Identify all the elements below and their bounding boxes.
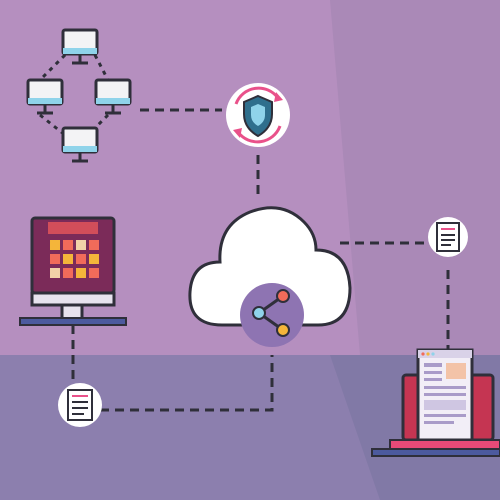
network-computer-right	[94, 78, 132, 115]
cloud-icon	[188, 206, 352, 327]
share-icon	[240, 283, 304, 347]
document-icon	[58, 383, 102, 427]
laptop-icon	[371, 348, 500, 457]
desktop-monitor-icon	[19, 216, 127, 326]
network-computer-bottom	[61, 126, 99, 163]
connector-lines	[71, 108, 450, 412]
shield-sync-icon	[226, 83, 290, 147]
connector-document-to-share	[100, 355, 274, 412]
network-computer-left	[26, 78, 64, 115]
background-top-right	[330, 0, 500, 355]
monitor-app-grid	[50, 240, 99, 278]
network-computer-icon	[26, 28, 132, 163]
network-computer-top	[61, 28, 99, 65]
network-links	[38, 53, 110, 137]
document-icon	[428, 217, 468, 257]
